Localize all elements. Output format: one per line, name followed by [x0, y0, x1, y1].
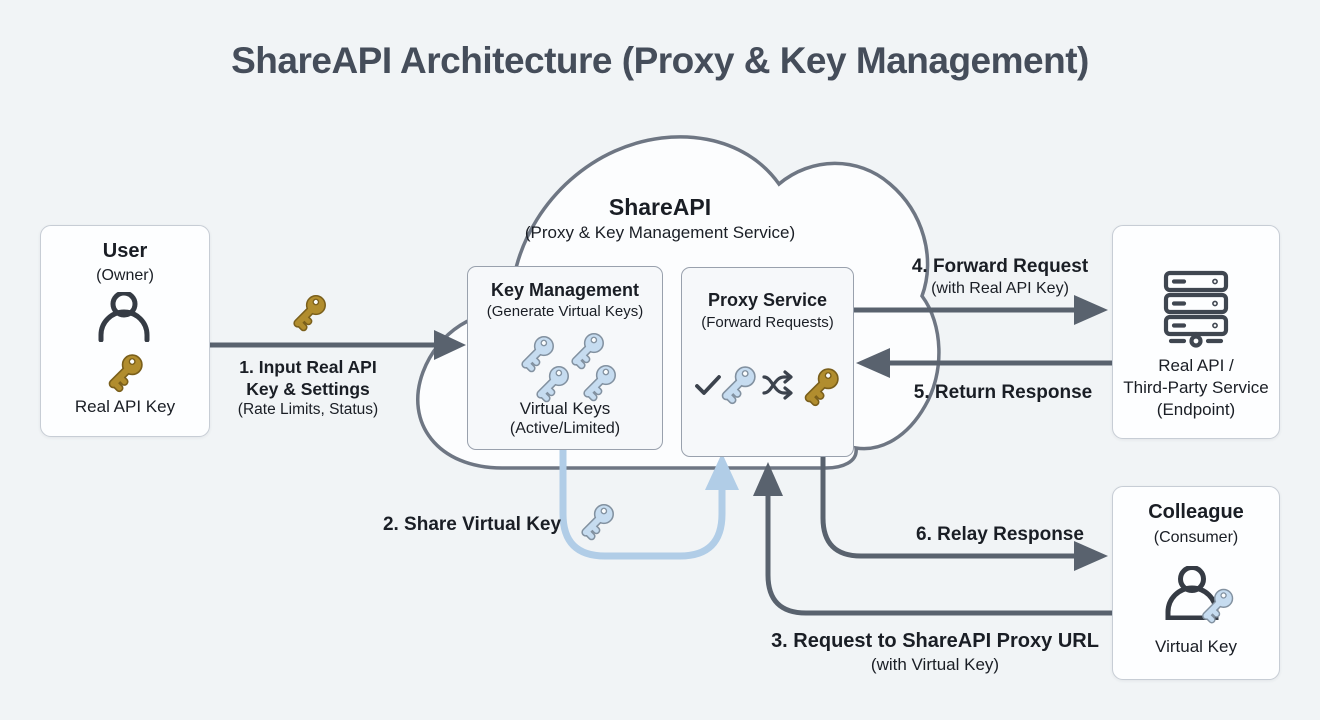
arrow-5-return-response [856, 348, 1112, 378]
real-api-node: Real API / Third-Party Service (Endpoint… [1112, 225, 1280, 439]
real-api-label: Real API / Third-Party Service (Endpoint… [1113, 355, 1279, 420]
colleague-caption: Virtual Key [1155, 637, 1237, 656]
real-api-line-1: Real API / [1158, 356, 1234, 375]
arrow-1-input-real-api-key [208, 330, 466, 360]
arrow-5-label: 5. Return Response [893, 381, 1113, 405]
arrow-4-label: 4. Forward Request (with Real API Key) [890, 255, 1110, 298]
arrow-1-line-2: Key & Settings [246, 378, 370, 399]
arrow-2-label: 2. Share Virtual Key [362, 513, 582, 537]
arrow-1-line-1: 1. Input Real API [239, 357, 377, 377]
user-caption: Real API Key [74, 397, 176, 416]
arrow-6-text: 6. Relay Response [916, 524, 1084, 545]
blue-key-icon [717, 364, 759, 405]
arrow-3-line-2: (with Virtual Key) [870, 654, 1000, 674]
arrow-3-line-1: 3. Request to ShareAPI Proxy URL [771, 630, 1099, 652]
server-stack-icon [1163, 270, 1229, 348]
gold-key-icon [800, 366, 842, 407]
colleague-node: Colleague (Consumer) Virtual Key [1112, 486, 1280, 680]
arrow-3-request-proxy-url [753, 462, 1112, 616]
arrow-2-share-virtual-key [559, 448, 739, 560]
user-subtitle: (Owner) [96, 267, 154, 284]
key-management-subtitle: (Generate Virtual Keys) [486, 303, 644, 320]
shuffle-icon [762, 370, 793, 400]
cloud-title: ShareAPI [608, 194, 712, 220]
cloud-subtitle: (Proxy & Key Management Service) [524, 223, 796, 242]
person-icon [98, 292, 150, 342]
diagram-title: ShareAPI Architecture (Proxy & Key Manag… [231, 40, 1089, 81]
arrow-5-text: 5. Return Response [913, 382, 1093, 403]
real-api-line-3: (Endpoint) [1156, 399, 1236, 419]
blue-key-icon [1198, 586, 1236, 625]
key-management-title: Key Management [490, 280, 640, 300]
arrow-3-label: 3. Request to ShareAPI Proxy URL (with V… [765, 629, 1105, 675]
real-api-line-2: Third-Party Service [1123, 377, 1269, 397]
check-icon [695, 375, 721, 395]
user-node: User (Owner) Real API Key [40, 225, 210, 437]
arrow-6-label: 6. Relay Response [890, 523, 1110, 547]
proxy-service-title: Proxy Service [707, 290, 828, 310]
colleague-title: Colleague [1148, 501, 1244, 523]
arrow-2-text: 2. Share Virtual Key [382, 514, 562, 535]
gold-key-icon [289, 293, 329, 332]
arrow-4-line-2: (with Real API Key) [931, 279, 1069, 297]
key-management-caption-2: (Active/Limited) [509, 420, 621, 437]
arrow-4-forward-request [853, 295, 1108, 325]
gold-key-icon [104, 352, 146, 393]
arrow-4-line-1: 4. Forward Request [911, 256, 1089, 277]
key-management-node: Key Management (Generate Virtual Keys) V… [467, 266, 663, 450]
arrow-1-line-3: (Rate Limits, Status) [237, 401, 379, 419]
proxy-service-node: Proxy Service (Forward Requests) [681, 267, 854, 457]
key-management-caption-1: Virtual Keys [519, 399, 611, 418]
user-title: User [102, 240, 148, 262]
arrow-1-label: 1. Input Real API Key & Settings (Rate L… [193, 357, 423, 420]
arrow-6-relay-response [820, 455, 1108, 571]
cloud-label: ShareAPI (Proxy & Key Management Service… [460, 194, 860, 243]
colleague-subtitle: (Consumer) [1153, 529, 1239, 546]
proxy-service-subtitle: (Forward Requests) [701, 314, 834, 331]
